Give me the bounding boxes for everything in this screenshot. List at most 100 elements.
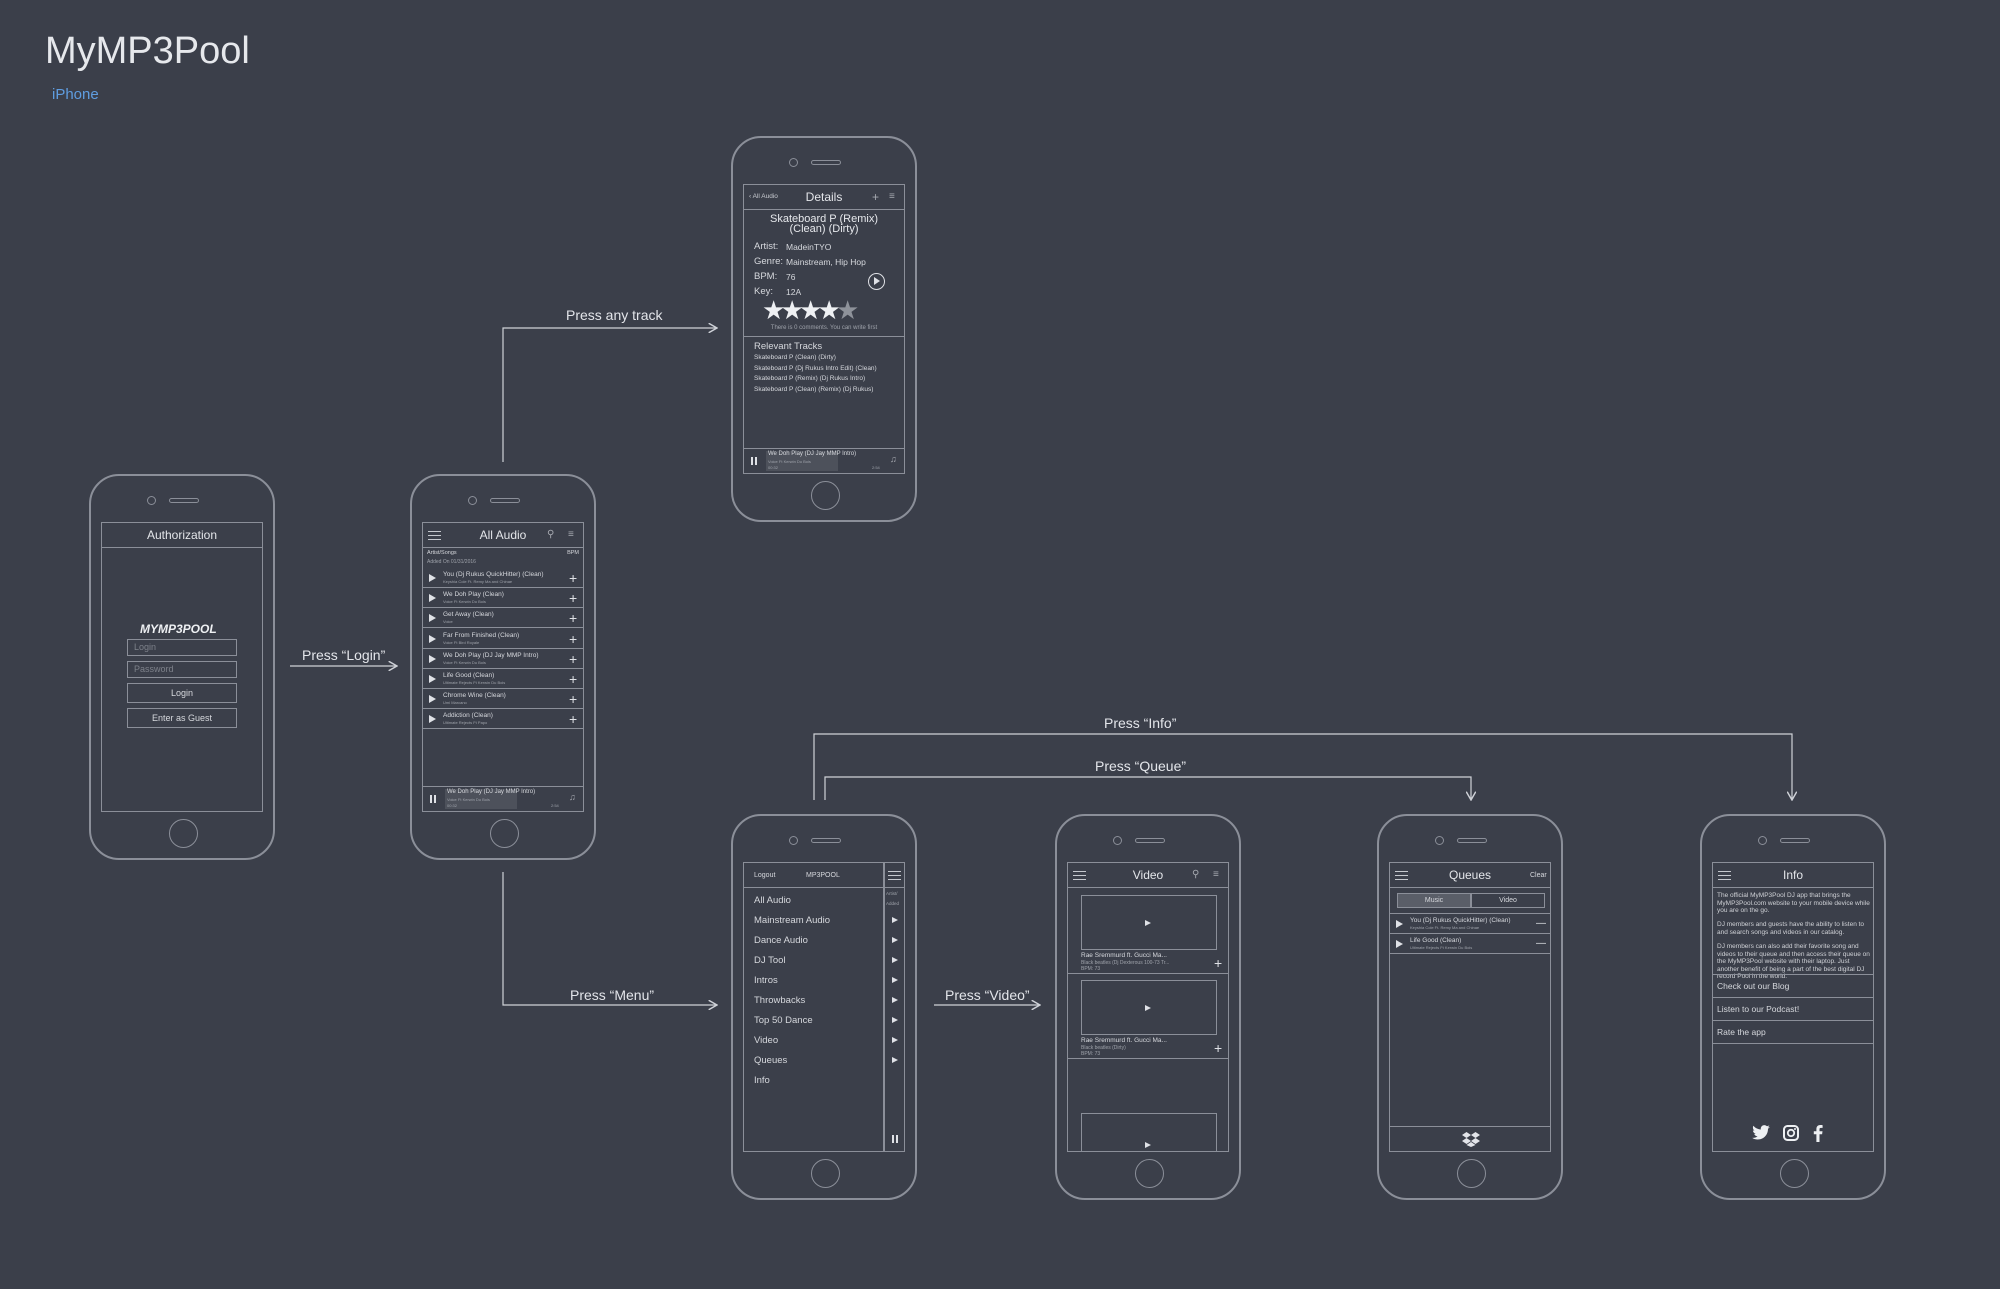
login-field[interactable]: Login — [127, 639, 237, 656]
tab-video[interactable]: Video — [1471, 893, 1545, 908]
add-icon[interactable]: + — [872, 190, 880, 204]
menu-icon[interactable] — [888, 871, 901, 880]
mini-player[interactable]: We Doh Play (DJ Jay MMP Intro) Voice Ft … — [423, 786, 583, 811]
menu-item[interactable]: Mainstream Audio — [744, 911, 904, 931]
add-to-queue-icon[interactable]: + — [569, 590, 578, 607]
play-icon[interactable] — [892, 977, 898, 983]
layers-icon[interactable]: ≡ — [568, 529, 574, 540]
mini-player[interactable]: We Doh Play (DJ Jay MMP Intro) Voice Ft … — [744, 448, 904, 473]
menu-item[interactable]: Dance Audio — [744, 931, 904, 951]
menu-icon[interactable] — [1718, 871, 1731, 880]
star-icon[interactable]: ★ — [762, 295, 786, 325]
menu-icon[interactable] — [1395, 871, 1408, 880]
play-icon[interactable] — [429, 715, 436, 724]
menu-item[interactable]: Info — [744, 1071, 904, 1091]
twitter-icon[interactable] — [1751, 1125, 1771, 1141]
table-row[interactable]: Addiction (Clean)Ultimate Rejects Ft Pap… — [423, 709, 583, 730]
add-to-queue-icon[interactable]: + — [569, 570, 578, 586]
play-icon[interactable] — [1396, 920, 1403, 928]
video-thumbnail[interactable] — [1081, 895, 1217, 950]
layers-icon[interactable]: ≡ — [1213, 869, 1219, 880]
remove-icon[interactable]: — — [1536, 918, 1546, 929]
add-to-queue-icon[interactable]: + — [569, 691, 578, 708]
facebook-icon[interactable] — [1813, 1125, 1823, 1142]
video-thumbnail[interactable] — [1081, 980, 1217, 1035]
play-icon[interactable] — [892, 1037, 898, 1043]
play-circle-icon[interactable] — [868, 273, 885, 290]
back-button[interactable]: ‹ All Audio — [749, 193, 778, 200]
add-to-queue-icon[interactable]: + — [569, 711, 578, 728]
play-icon[interactable] — [1145, 1005, 1151, 1011]
add-to-queue-icon[interactable]: + — [1214, 955, 1223, 971]
play-icon[interactable] — [429, 695, 436, 704]
clear-button[interactable]: Clear — [1530, 872, 1547, 879]
play-icon[interactable] — [429, 614, 436, 623]
menu-item[interactable]: All Audio — [744, 891, 904, 911]
table-row[interactable]: We Doh Play (DJ Jay MMP Intro)Voice Ft K… — [423, 649, 583, 669]
info-link[interactable]: Rate the app — [1713, 1020, 1873, 1043]
relevant-track[interactable]: Skateboard P (Clean) (Dirty) — [754, 354, 836, 361]
relevant-track[interactable]: Skateboard P (Clean) (Remix) (Dj Rukus) — [754, 385, 874, 393]
pause-icon[interactable] — [430, 795, 436, 803]
login-button[interactable]: Login — [127, 683, 237, 703]
info-link[interactable]: Check out our Blog — [1713, 974, 1873, 997]
menu-item[interactable]: Intros — [744, 971, 904, 991]
table-row[interactable]: Far From Finished (Clean)Voice Ft Bird R… — [423, 629, 583, 649]
play-icon[interactable] — [1396, 940, 1403, 948]
star-icon[interactable]: ★ — [836, 295, 860, 325]
play-icon[interactable] — [892, 1057, 898, 1063]
table-row[interactable]: Get Away (Clean)Voice+ — [423, 608, 583, 629]
music-note-icon[interactable]: ♫ — [890, 454, 897, 464]
add-to-queue-icon[interactable]: + — [569, 630, 578, 647]
search-icon[interactable]: ⚲ — [547, 529, 555, 540]
play-icon[interactable] — [1145, 1142, 1151, 1148]
password-field[interactable]: Password — [127, 661, 237, 678]
pause-icon[interactable] — [892, 1135, 898, 1143]
play-icon[interactable] — [892, 937, 898, 943]
star-icon[interactable]: ★ — [817, 295, 841, 325]
play-icon[interactable] — [429, 594, 436, 603]
menu-item[interactable]: Top 50 Dance — [744, 1011, 904, 1031]
play-icon[interactable] — [429, 675, 436, 683]
add-to-queue-icon[interactable]: + — [569, 650, 578, 667]
search-icon[interactable]: ⚲ — [1192, 869, 1200, 880]
play-icon[interactable] — [1145, 920, 1151, 926]
play-icon[interactable] — [892, 997, 898, 1003]
table-row[interactable]: We Doh Play (Clean)Voice Ft Kerwin Du Bo… — [423, 588, 583, 609]
video-thumbnail[interactable] — [1081, 1113, 1217, 1151]
star-icon[interactable]: ★ — [799, 295, 823, 325]
tab-music[interactable]: Music — [1397, 893, 1471, 908]
add-to-queue-icon[interactable]: + — [569, 610, 578, 627]
menu-item[interactable]: Throwbacks — [744, 991, 904, 1011]
play-icon[interactable] — [429, 654, 436, 663]
music-note-icon[interactable]: ♫ — [569, 792, 576, 802]
table-row[interactable]: You (Dj Rukus QuickHitter) (Clean)Keyshi… — [423, 568, 583, 588]
layers-icon[interactable]: ≡ — [889, 191, 895, 202]
play-icon[interactable] — [429, 574, 436, 582]
play-icon[interactable] — [892, 957, 898, 963]
relevant-track[interactable]: Skateboard P (Remix) (Dj Rukus Intro) — [754, 375, 866, 382]
list-item[interactable]: Life Good (Clean)Ultimate Rejects Ft Ker… — [1390, 934, 1550, 954]
table-row[interactable]: Life Good (Clean)Ultimate Rejects Ft Ker… — [423, 669, 583, 689]
info-link[interactable]: Listen to our Podcast! — [1713, 997, 1873, 1020]
menu-item[interactable]: DJ Tool — [744, 951, 904, 971]
menu-item[interactable]: Video — [744, 1031, 904, 1051]
play-icon[interactable] — [429, 634, 436, 643]
pause-icon[interactable] — [751, 457, 757, 465]
instagram-icon[interactable] — [1783, 1125, 1799, 1141]
dropbox-icon[interactable] — [1462, 1131, 1480, 1147]
remove-icon[interactable]: — — [1536, 938, 1546, 949]
add-to-queue-icon[interactable]: + — [1214, 1040, 1223, 1056]
relevant-track[interactable]: Skateboard P (Dj Rukus Intro Edit) (Clea… — [754, 364, 877, 372]
guest-button[interactable]: Enter as Guest — [127, 708, 237, 728]
menu-item[interactable]: Queues — [744, 1051, 904, 1071]
star-icon[interactable]: ★ — [780, 295, 804, 325]
menu-icon[interactable] — [1073, 871, 1086, 880]
play-icon[interactable] — [892, 917, 898, 923]
play-icon[interactable] — [892, 1017, 898, 1023]
menu-icon[interactable] — [428, 531, 441, 540]
add-to-queue-icon[interactable]: + — [569, 671, 578, 687]
table-row[interactable]: Chrome Wine (Clean)Umi Marcano+ — [423, 689, 583, 710]
logout-button[interactable]: Logout — [754, 872, 776, 879]
list-item[interactable]: You (Dj Rukus QuickHitter) (Clean)Keyshi… — [1390, 914, 1550, 934]
